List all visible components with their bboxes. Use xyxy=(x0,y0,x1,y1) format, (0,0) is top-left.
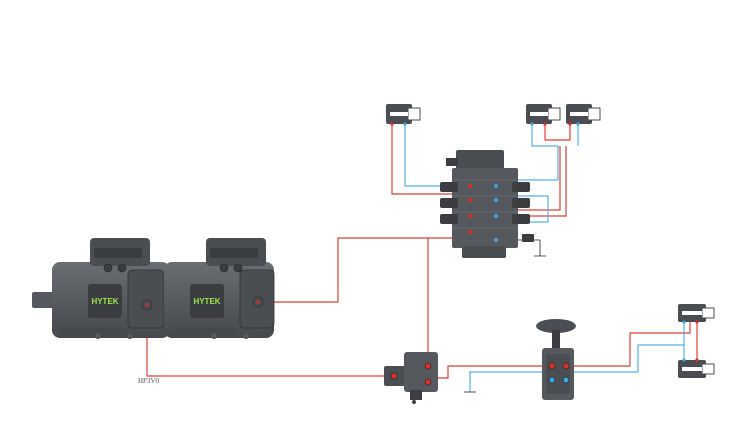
joystick-control-valve[interactable] xyxy=(536,319,576,400)
pressure-line-right-cylinders xyxy=(516,124,571,211)
double-pump-assembly: HYTEK HYTEK xyxy=(32,238,275,339)
actuator-cylinder-top-right-2 xyxy=(566,104,601,126)
pressure-line-right-cylinders-2 xyxy=(516,146,567,217)
pump-1-outlet-port xyxy=(145,303,149,307)
pressure-line-left-cylinder xyxy=(391,124,458,195)
pump-2-outlet-port xyxy=(256,300,260,304)
valve-return-line xyxy=(516,195,549,223)
pump-2-brand: HYTEK xyxy=(193,297,220,306)
return-line-left-cylinder xyxy=(404,124,458,187)
joystick-handle[interactable] xyxy=(536,319,576,333)
return-line-joystick xyxy=(469,371,548,392)
pump-1-brand: HYTEK xyxy=(91,297,118,306)
pressure-line-joystick-to-cylinders xyxy=(574,322,691,367)
pressure-line-valve-bank-to-flow-divider xyxy=(410,238,429,361)
actuator-cylinder-right-lower xyxy=(678,358,715,378)
flow-divider-valve xyxy=(384,352,438,404)
valve-ports-blue xyxy=(494,184,498,242)
actuator-cylinder-top-right-1 xyxy=(526,104,561,126)
pressure-line-to-joystick xyxy=(438,365,548,379)
pump-model-caption: HP3V0 xyxy=(138,377,160,385)
pump-1: HYTEK xyxy=(32,238,170,339)
directional-valve-bank xyxy=(440,150,534,258)
valve-tank-line xyxy=(516,239,546,257)
return-line-right-cylinders xyxy=(516,124,559,181)
pump-2: HYTEK xyxy=(164,238,275,339)
actuator-cylinder-top-left xyxy=(386,104,421,126)
actuator-cylinder-right-upper xyxy=(678,304,715,324)
valve-ports-red xyxy=(468,184,472,234)
return-line-joystick-to-cylinders xyxy=(574,344,685,373)
pressure-line-pump-to-valve-bank xyxy=(262,237,470,303)
